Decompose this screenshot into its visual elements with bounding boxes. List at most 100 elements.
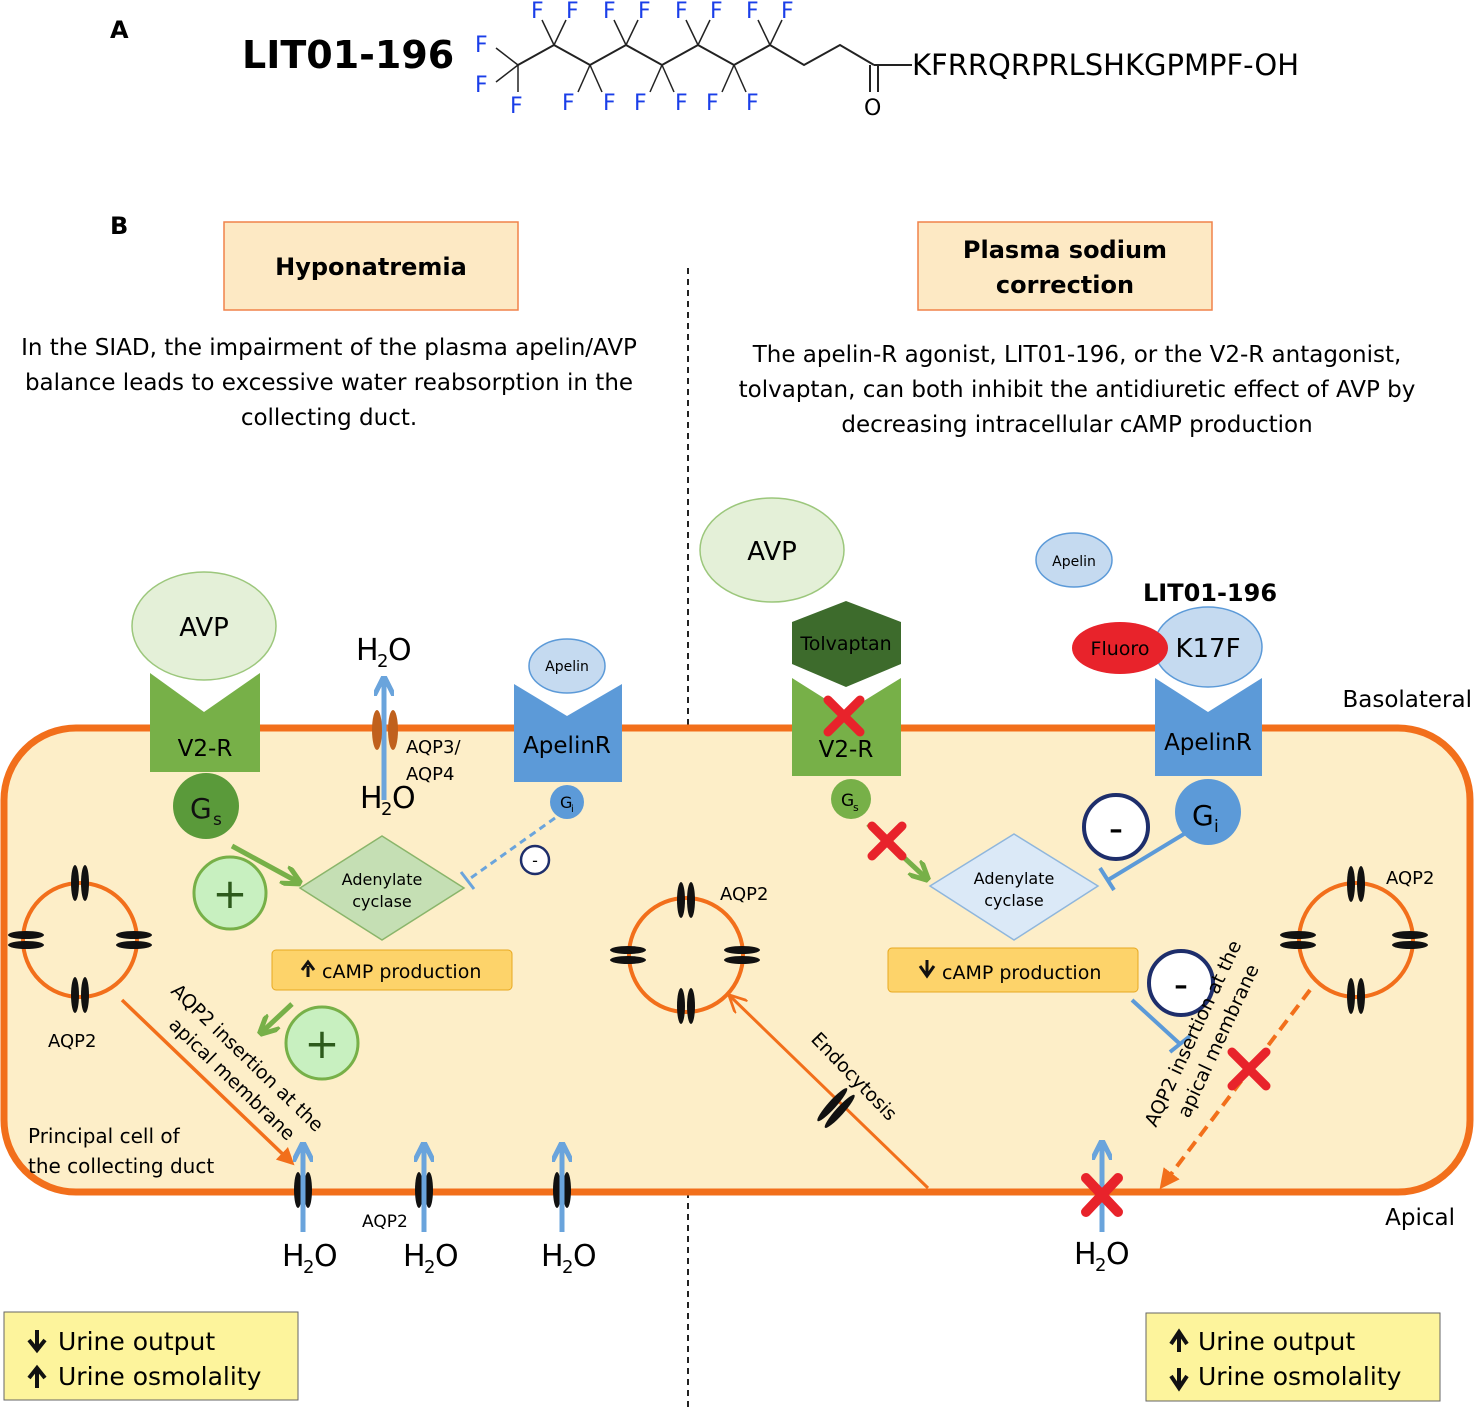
fluorine-label: F (675, 0, 688, 24)
gi-protein (550, 785, 584, 819)
inhibition-bar (459, 871, 476, 890)
fluorine-label: F (746, 91, 759, 116)
water-top-sub: 2 (377, 651, 388, 672)
adenylate-label: Adenylate (974, 869, 1055, 888)
water-o: O (573, 1239, 597, 1274)
aqp2-insertion-arrow (120, 998, 295, 1166)
gi-subscript: i (571, 804, 574, 815)
aqp2-label: AQP2 (1386, 868, 1434, 889)
fluorine-label: F (475, 33, 488, 58)
endocytosis-channel (817, 1088, 855, 1128)
fluorine-label: F (510, 94, 523, 119)
minus-label: - (1109, 806, 1123, 852)
fluorine-atoms: F F F F F F F F F F F F F F F F F (475, 0, 794, 119)
gs-subscript: s (213, 810, 222, 830)
tolvaptan-label: Tolvaptan (799, 633, 891, 655)
up-arrow-icon (300, 959, 316, 977)
apelinr-label: ApelinR (1164, 730, 1252, 756)
plus-symbol (284, 1005, 360, 1081)
apelin-label: Apelin (1052, 554, 1096, 570)
fluorine-label: F (562, 91, 575, 116)
water-sub: 2 (424, 1257, 435, 1278)
description-line: decreasing intracellular cAMP production (841, 412, 1312, 438)
peptide-sequence: KFRRQRPRLSHKGPMPF-OH (912, 48, 1299, 82)
description-line: balance leads to excessive water reabsor… (25, 370, 633, 396)
urine-output-label: Urine output (58, 1327, 215, 1356)
water-sub: 2 (562, 1257, 573, 1278)
up-arrow-icon (27, 1364, 47, 1388)
fluoro-tail (1072, 622, 1168, 674)
camp-inhibition-line (1130, 998, 1182, 1046)
water-bottom-o: O (392, 781, 416, 816)
adenylate-cyclase-left (298, 835, 466, 941)
down-arrow-icon (1169, 1368, 1189, 1392)
camp-box-left (271, 949, 513, 991)
title-box-left (223, 221, 519, 311)
fluorine-label: F (781, 0, 794, 24)
avp-label: AVP (747, 537, 797, 567)
water-top-h: H (356, 633, 379, 668)
water-sub: 2 (1095, 1255, 1106, 1276)
water-bottom-sub: 2 (381, 799, 392, 820)
fluorine-label: F (706, 91, 719, 116)
fluorine-label: F (638, 0, 651, 24)
title-plasma-sodium: Plasma sodium (963, 236, 1167, 264)
plus-label: + (212, 869, 247, 918)
description-line: tolvaptan, can both inhibit the antidiur… (739, 377, 1416, 403)
block-x-icon (1081, 1173, 1123, 1217)
apelin-receptor-left (514, 684, 622, 782)
title-correction: correction (996, 271, 1134, 299)
fluorine-label: F (603, 91, 616, 116)
urine-osmolality-label: Urine osmolality (58, 1362, 262, 1391)
aqp3-channel (372, 710, 382, 750)
water-bottom-h: H (360, 781, 383, 816)
apelin-ligand (528, 638, 606, 694)
water-h: H (1074, 1237, 1097, 1272)
apical-aqp2-left (294, 1146, 571, 1232)
apelin-receptor-right (1155, 678, 1262, 776)
fluorine-label: F (710, 0, 723, 24)
description-right: The apelin-R agonist, LIT01-196, or the … (739, 342, 1416, 438)
gs-protein-right (831, 779, 871, 819)
gi-inhibition-line (1106, 832, 1186, 882)
apelin-label: Apelin (545, 659, 589, 675)
apical-label: Apical (1385, 1205, 1455, 1231)
tolvaptan-antagonist (792, 601, 901, 687)
minus-symbol (1147, 949, 1215, 1017)
panel-b-label: B (110, 212, 128, 240)
aqp2-vesicle-left (21, 881, 139, 999)
perfluoro-chain (495, 19, 912, 93)
water-top-o: O (388, 633, 412, 668)
water-o: O (435, 1239, 459, 1274)
aqp4-channel (388, 710, 398, 750)
k17f-label: K17F (1175, 634, 1240, 664)
minus-label: - (532, 851, 538, 870)
aqp2-apical-label: AQP2 (362, 1212, 408, 1232)
minus-symbol (1082, 793, 1150, 861)
down-arrow-icon (918, 960, 936, 979)
camp-stimulation-arrow (262, 1002, 294, 1032)
aqp4-label: AQP4 (406, 764, 454, 785)
description-line: The apelin-R agonist, LIT01-196, or the … (752, 342, 1402, 368)
gi-label: G (1192, 799, 1214, 832)
outcome-box-left (3, 1311, 299, 1401)
gs-label: G (190, 792, 212, 825)
aqp2-label: AQP2 (48, 1031, 96, 1052)
compound-name: LIT01-196 (242, 33, 454, 77)
adenylate-label: Adenylate (342, 870, 423, 889)
v2r-label: V2-R (819, 737, 874, 763)
water-sub: 2 (303, 1257, 314, 1278)
camp-box-right (887, 947, 1139, 993)
up-arrow-icon (1169, 1328, 1189, 1352)
inhibition-bar (1098, 866, 1116, 892)
gs-label: G (841, 791, 854, 811)
fluorine-label: F (603, 0, 616, 24)
gi-subscript: i (1214, 817, 1219, 837)
avp-label: AVP (179, 613, 229, 643)
water-o: O (314, 1239, 338, 1274)
collecting-duct-label: the collecting duct (28, 1154, 214, 1178)
apelinr-label: ApelinR (523, 733, 611, 759)
block-x-icon (823, 695, 865, 737)
water-h: H (403, 1239, 426, 1274)
apelin-ligand-right (1035, 532, 1113, 588)
